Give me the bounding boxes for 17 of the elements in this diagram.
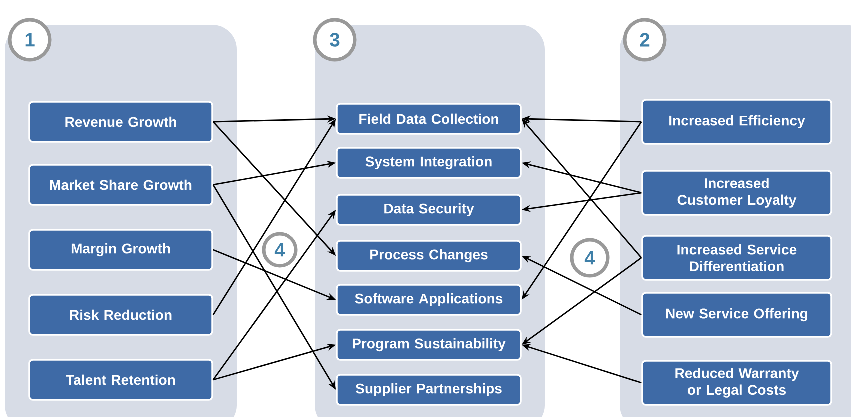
- process-box: Program Sustainability: [336, 329, 522, 361]
- process-box: Increased Customer Loyalty: [642, 170, 832, 216]
- process-box: Risk Reduction: [28, 294, 214, 336]
- process-box: Increased Service Differentiation: [642, 235, 832, 281]
- process-box: Process Changes: [336, 240, 522, 272]
- process-box: System Integration: [336, 147, 522, 179]
- process-box: Reduced Warranty or Legal Costs: [642, 360, 832, 406]
- process-box: Market Share Growth: [28, 164, 214, 206]
- process-box: Supplier Partnerships: [336, 374, 522, 406]
- process-box: Data Security: [336, 194, 522, 226]
- process-box: Margin Growth: [28, 229, 214, 271]
- process-box: Increased Efficiency: [642, 99, 832, 145]
- process-box: New Service Offering: [642, 292, 832, 338]
- process-box: Field Data Collection: [336, 103, 522, 135]
- process-box: Talent Retention: [28, 359, 214, 401]
- process-box: Revenue Growth: [28, 101, 214, 143]
- process-box: Software Applications: [336, 284, 522, 316]
